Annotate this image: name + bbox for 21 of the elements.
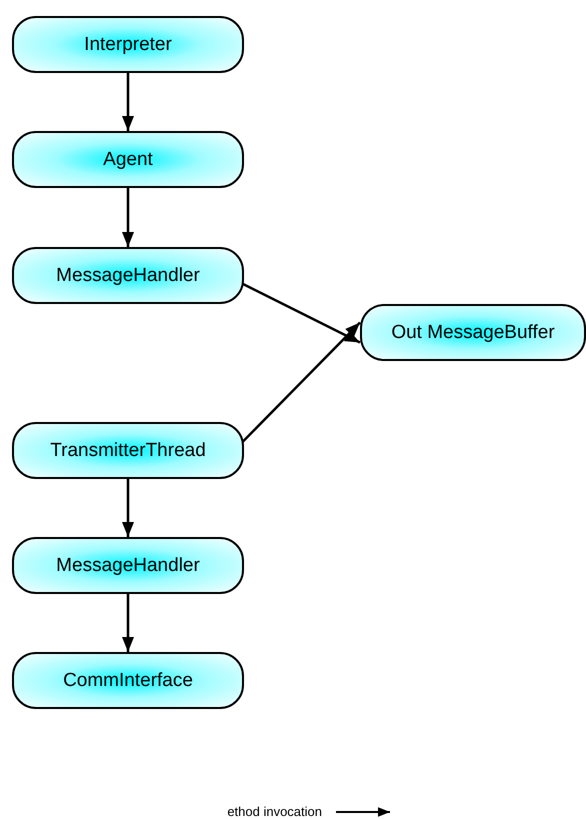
node-label: Agent <box>103 148 153 170</box>
arrow <box>122 188 134 247</box>
node-label: Out MessageBuffer <box>391 322 555 344</box>
process-box <box>12 16 244 73</box>
process-box <box>12 652 244 709</box>
arrow <box>122 73 134 131</box>
arrow <box>122 479 134 537</box>
node-label: CommInterface <box>63 670 193 692</box>
process-box <box>12 247 244 304</box>
legend-label: ethod invocation <box>227 804 322 819</box>
arrow <box>241 322 361 444</box>
node-label: TransmitterThread <box>50 440 206 462</box>
node-label: Interpreter <box>84 34 172 56</box>
node-label: MessageHandler <box>56 554 200 576</box>
process-box <box>12 131 244 188</box>
arrow <box>241 282 361 344</box>
process-box <box>360 304 586 361</box>
process-box <box>12 537 244 594</box>
process-box <box>12 422 244 479</box>
node-label: MessageHandler <box>56 264 200 286</box>
arrow <box>122 594 134 652</box>
